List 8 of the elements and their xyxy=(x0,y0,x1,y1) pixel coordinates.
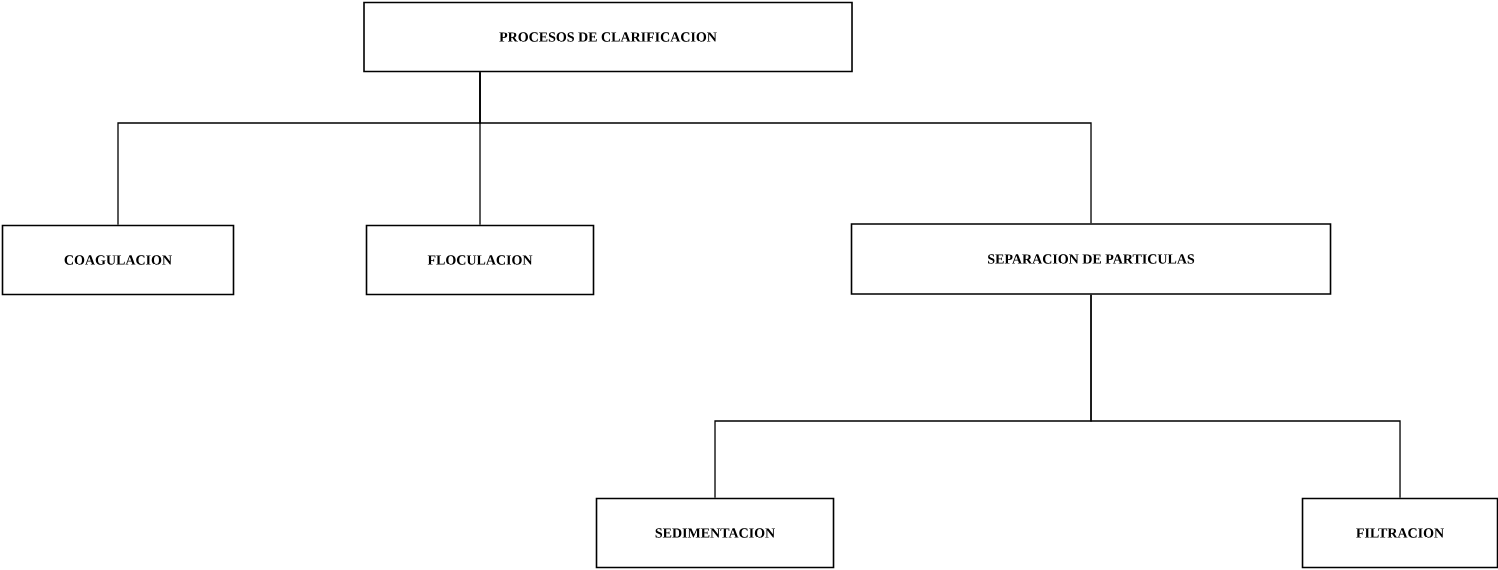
process-box: FILTRACION xyxy=(1301,497,1498,569)
process-box: COAGULACION xyxy=(1,224,235,296)
connector-line xyxy=(1090,294,1401,499)
process-box: FLOCULACION xyxy=(365,224,595,296)
process-box: SEPARACION DE PARTICULAS xyxy=(850,223,1332,295)
connector-line xyxy=(479,71,1092,224)
process-box: PROCESOS DE CLARIFICACION xyxy=(363,1,853,73)
process-box: SEDIMENTACION xyxy=(595,497,835,569)
